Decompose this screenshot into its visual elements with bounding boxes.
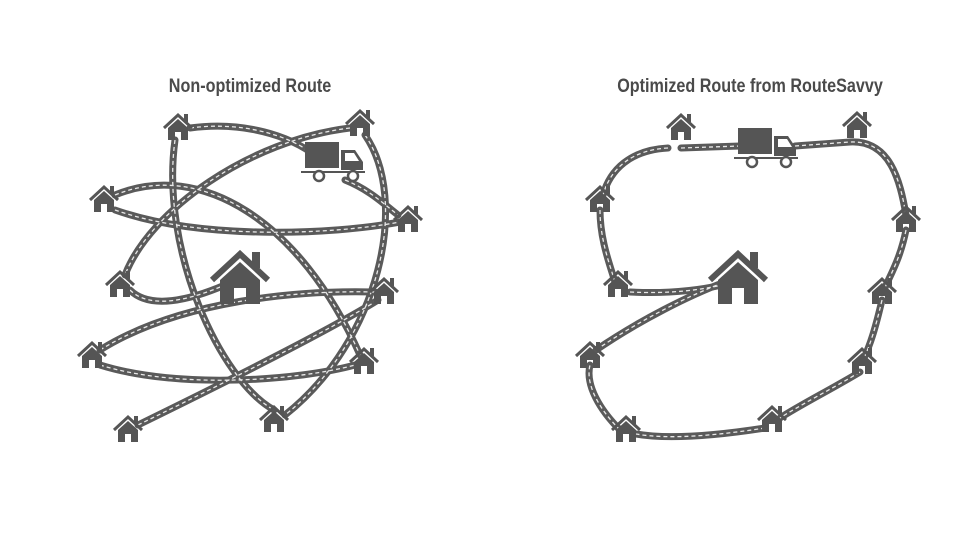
house-icon xyxy=(112,414,144,444)
road-lane-marking xyxy=(602,147,669,196)
road-lane-marking xyxy=(794,141,907,216)
road-lane-marking xyxy=(137,299,379,426)
depot-house-icon xyxy=(212,252,268,304)
road-lane-marking xyxy=(99,291,376,351)
house-icon xyxy=(76,340,108,370)
house-icon xyxy=(665,112,697,142)
road xyxy=(585,361,624,434)
road-lane-marking xyxy=(129,284,226,302)
house-icon xyxy=(344,108,376,138)
house-icon xyxy=(602,269,634,299)
truck-icon xyxy=(299,140,367,183)
road xyxy=(596,206,619,286)
house-icon xyxy=(104,269,136,299)
house-icon xyxy=(841,110,873,140)
road-lane-marking xyxy=(114,184,361,356)
road-lane-marking xyxy=(629,284,723,294)
road xyxy=(341,176,402,219)
depot-house-icon xyxy=(710,252,766,304)
road xyxy=(880,226,910,294)
truck-icon xyxy=(732,126,800,169)
road xyxy=(121,124,354,279)
road-lane-marking xyxy=(635,427,766,438)
road-lane-marking xyxy=(114,209,401,233)
optimized-route-title: Optimized Route from RouteSavvy xyxy=(617,76,883,97)
road-lane-marking xyxy=(284,134,387,416)
house-icon xyxy=(88,184,120,214)
road-lane-marking xyxy=(595,281,726,351)
road-lane-marking xyxy=(863,299,883,359)
road-lane-marking xyxy=(588,364,621,431)
road xyxy=(791,138,910,219)
optimized-roads xyxy=(585,138,910,441)
road-lane-marking xyxy=(680,145,741,149)
non-optimized-roads xyxy=(96,122,404,429)
house-icon xyxy=(348,346,380,376)
road-lane-marking xyxy=(99,364,356,381)
road-lane-marking xyxy=(779,371,861,419)
non-optimized-route-title: Non-optimized Route xyxy=(168,76,332,97)
road-lane-marking xyxy=(883,229,907,291)
road-lane-marking xyxy=(172,139,275,411)
road-lane-marking xyxy=(344,179,399,216)
road-lane-marking xyxy=(599,209,616,283)
road xyxy=(599,144,672,199)
